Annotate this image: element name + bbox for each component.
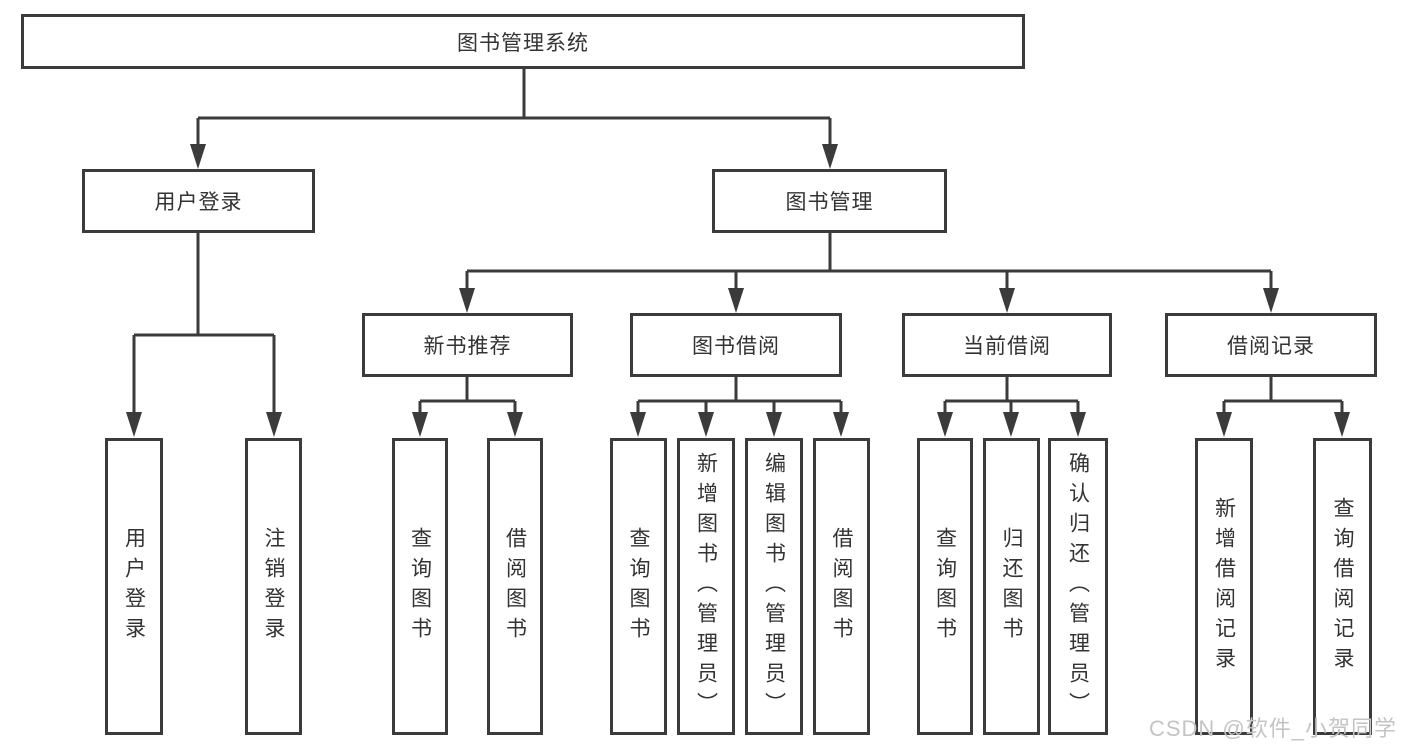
leaf-current-confirm-return: 确认归还（管理员）: [1048, 438, 1108, 735]
leaf-new-books-borrow-label: 借阅图书: [503, 526, 527, 647]
arrowhead: [412, 412, 428, 437]
arrowhead: [999, 288, 1015, 313]
leaf-current-return-label: 归还图书: [1000, 526, 1023, 647]
arrowhead: [698, 412, 714, 437]
node-root-label: 图书管理系统: [457, 31, 589, 55]
arrowhead: [937, 412, 953, 437]
node-book-mgmt: 图书管理: [712, 169, 947, 233]
connector-new-books-branch: [418, 377, 517, 414]
node-book-borrow-label: 图书借阅: [692, 335, 780, 358]
leaf-current-return: 归还图书: [983, 438, 1040, 735]
arrowhead: [190, 144, 206, 169]
leaf-current-confirm-return-label: 确认归还（管理员）: [1066, 451, 1090, 722]
node-user-login: 用户登录: [82, 169, 315, 233]
arrowhead: [766, 412, 782, 437]
connector-level2-branch: [196, 116, 832, 146]
leaf-current-query: 查询图书: [917, 438, 973, 735]
leaf-user-login: 用户登录: [105, 438, 163, 735]
arrowhead: [728, 288, 744, 313]
arrowhead: [833, 412, 849, 437]
arrowhead: [459, 288, 475, 313]
leaf-user-login-label: 用户登录: [122, 526, 146, 647]
leaf-borrow-query-label: 查询图书: [627, 526, 650, 647]
node-new-books: 新书推荐: [362, 313, 573, 377]
arrowhead: [630, 412, 646, 437]
arrowhead: [266, 412, 282, 437]
node-new-books-label: 新书推荐: [423, 335, 512, 358]
connector-borrow-records-branch: [1222, 377, 1344, 414]
leaf-logout-label: 注销登录: [262, 526, 285, 647]
leaf-borrow-add: 新增图书（管理员）: [677, 438, 735, 735]
leaf-logout: 注销登录: [245, 438, 302, 735]
connector-user-login-branch: [132, 233, 276, 414]
leaf-borrow-query: 查询图书: [610, 438, 667, 735]
node-borrow-records: 借阅记录: [1165, 313, 1377, 377]
leaf-new-books-query: 查询图书: [392, 438, 448, 735]
leaf-borrow-add-label: 新增图书（管理员）: [694, 451, 718, 722]
node-current-borrow-label: 当前借阅: [963, 335, 1051, 358]
arrowhead: [507, 412, 523, 437]
leaf-borrow-edit-label: 编辑图书（管理员）: [762, 451, 786, 722]
node-borrow-records-label: 借阅记录: [1227, 335, 1315, 358]
arrowheads: [126, 144, 1350, 437]
leaf-borrow-book: 借阅图书: [813, 438, 870, 735]
leaf-record-query-label: 查询借阅记录: [1331, 496, 1354, 677]
connector-book-borrow-branch: [636, 377, 843, 414]
leaf-record-add: 新增借阅记录: [1195, 438, 1253, 735]
leaf-new-books-borrow: 借阅图书: [487, 438, 543, 735]
node-book-borrow: 图书借阅: [630, 313, 842, 377]
leaf-current-query-label: 查询图书: [933, 526, 957, 647]
node-current-borrow: 当前借阅: [902, 313, 1112, 377]
arrowhead: [1216, 412, 1232, 437]
arrowhead: [1334, 412, 1350, 437]
arrowhead: [1003, 412, 1019, 437]
leaf-borrow-edit: 编辑图书（管理员）: [745, 438, 803, 735]
node-root: 图书管理系统: [21, 14, 1025, 69]
arrowhead: [126, 412, 142, 437]
leaf-new-books-query-label: 查询图书: [408, 526, 432, 647]
arrowhead: [822, 144, 838, 169]
arrowhead: [1263, 288, 1279, 313]
leaf-record-query: 查询借阅记录: [1313, 438, 1372, 735]
leaf-borrow-book-label: 借阅图书: [830, 526, 853, 647]
leaf-record-add-label: 新增借阅记录: [1212, 496, 1236, 677]
arrowhead: [1070, 412, 1086, 437]
connector-book-mgmt-branch: [465, 233, 1273, 290]
node-book-mgmt-label: 图书管理: [785, 191, 874, 214]
node-user-login-label: 用户登录: [154, 191, 243, 214]
csdn-watermark: CSDN @软件_小贺同学: [1148, 716, 1397, 741]
connector-current-borrow-branch: [943, 377, 1080, 414]
